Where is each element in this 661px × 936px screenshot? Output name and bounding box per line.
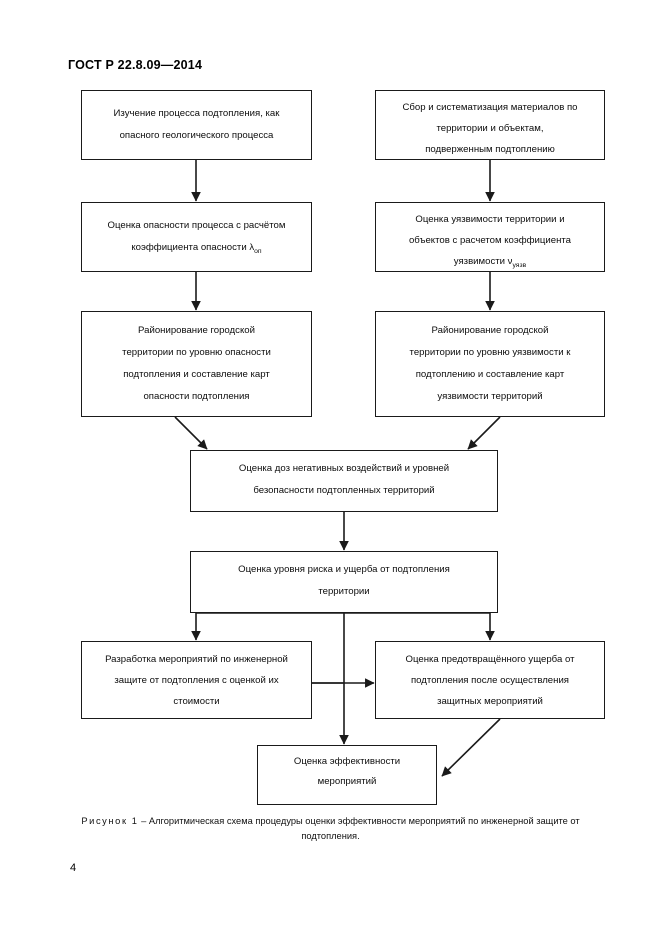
subscript-uyazv: уязв	[512, 261, 527, 269]
flow-node-line: защите от подтопления с оценкой их	[114, 675, 279, 686]
flow-node-line: подтопления после осуществления	[410, 675, 569, 686]
edge-n10-n11	[441, 718, 501, 777]
flow-node-line: защитных мероприятий	[437, 696, 543, 707]
figure-caption-dash: –	[141, 816, 147, 826]
flow-node-line: Сбор и систематизация материалов по	[402, 102, 578, 113]
flow-node-collect-materials[interactable]: Сбор и систематизация материалов по терр…	[375, 90, 605, 160]
edge-n6-n7	[467, 416, 501, 450]
flow-node-line: Районирование городской	[431, 325, 549, 336]
flow-node-study-process[interactable]: Изучение процесса подтопления, как опасн…	[81, 90, 312, 160]
flow-node-line-with-subscript: уязвимости νуязв	[454, 251, 526, 273]
flow-node-line: мероприятий	[317, 776, 377, 787]
figure-caption-label: Рисунок 1	[81, 816, 139, 826]
flow-node-line: уязвимости территорий	[437, 391, 543, 402]
flow-node-line: территории по уровню опасности	[122, 347, 271, 358]
flow-node-line: безопасности подтопленных территорий	[253, 485, 435, 496]
document-header-standard-number: ГОСТ Р 22.8.09—2014	[68, 58, 203, 72]
flow-node-line-text: уязвимости ν	[453, 256, 513, 267]
page-number: 4	[70, 862, 77, 874]
flow-node-line-with-subscript: коэффициента опасности λоп	[131, 237, 261, 260]
flow-node-effectiveness-assessment[interactable]: Оценка эффективности мероприятий	[257, 745, 437, 805]
flow-node-line-text: коэффициента опасности λ	[131, 242, 255, 253]
flow-node-line: подверженным подтоплению	[425, 144, 555, 155]
flow-node-risk-damage-assessment[interactable]: Оценка уровня риска и ущерба от подтопле…	[190, 551, 498, 613]
flow-node-protection-measures-development[interactable]: Разработка мероприятий по инженерной защ…	[81, 641, 312, 719]
flow-node-line: Районирование городской	[138, 325, 255, 336]
flow-node-line: Разработка мероприятий по инженерной	[105, 654, 288, 665]
flow-node-line: объектов с расчетом коэффициента	[408, 235, 572, 246]
flow-node-line: территории по уровню уязвимости к	[409, 347, 571, 358]
flow-node-line: территории и объектам,	[436, 123, 544, 134]
flow-node-line: стоимости	[173, 696, 220, 707]
flow-node-prevented-damage-assessment[interactable]: Оценка предотвращённого ущерба от подтоп…	[375, 641, 605, 719]
flow-node-line: Оценка уровня риска и ущерба от подтопле…	[238, 564, 450, 575]
flow-node-line: Оценка уязвимости территории и	[415, 214, 565, 225]
edge-n5-n7	[174, 416, 208, 450]
flow-node-dose-safety-assessment[interactable]: Оценка доз негативных воздействий и уров…	[190, 450, 498, 512]
flow-node-hazard-assessment[interactable]: Оценка опасности процесса с расчётом коэ…	[81, 202, 312, 272]
flow-node-line: опасного геологического процесса	[119, 130, 274, 141]
flow-node-line: Оценка предотвращённого ущерба от	[405, 654, 575, 665]
subscript-op: оп	[254, 247, 262, 255]
flow-node-line: Оценка эффективности	[293, 756, 401, 767]
flow-node-line: Оценка опасности процесса с расчётом	[107, 220, 286, 231]
flow-node-vulnerability-assessment[interactable]: Оценка уязвимости территории и объектов …	[375, 202, 605, 272]
figure-caption: Рисунок 1 – Алгоритмическая схема процед…	[68, 814, 593, 844]
flow-node-line: Изучение процесса подтопления, как	[113, 108, 280, 119]
flow-node-zoning-vulnerability[interactable]: Районирование городской территории по ур…	[375, 311, 605, 417]
flow-node-zoning-hazard[interactable]: Районирование городской территории по ур…	[81, 311, 312, 417]
flow-node-line: территории	[318, 586, 370, 597]
flow-node-line: опасности подтопления	[143, 391, 250, 402]
flow-node-line: подтоплению и составление карт	[415, 369, 565, 380]
figure-caption-text: Алгоритмическая схема процедуры оценки э…	[148, 816, 580, 841]
flow-node-line: подтопления и составление карт	[123, 369, 270, 380]
flow-node-line: Оценка доз негативных воздействий и уров…	[238, 463, 450, 474]
